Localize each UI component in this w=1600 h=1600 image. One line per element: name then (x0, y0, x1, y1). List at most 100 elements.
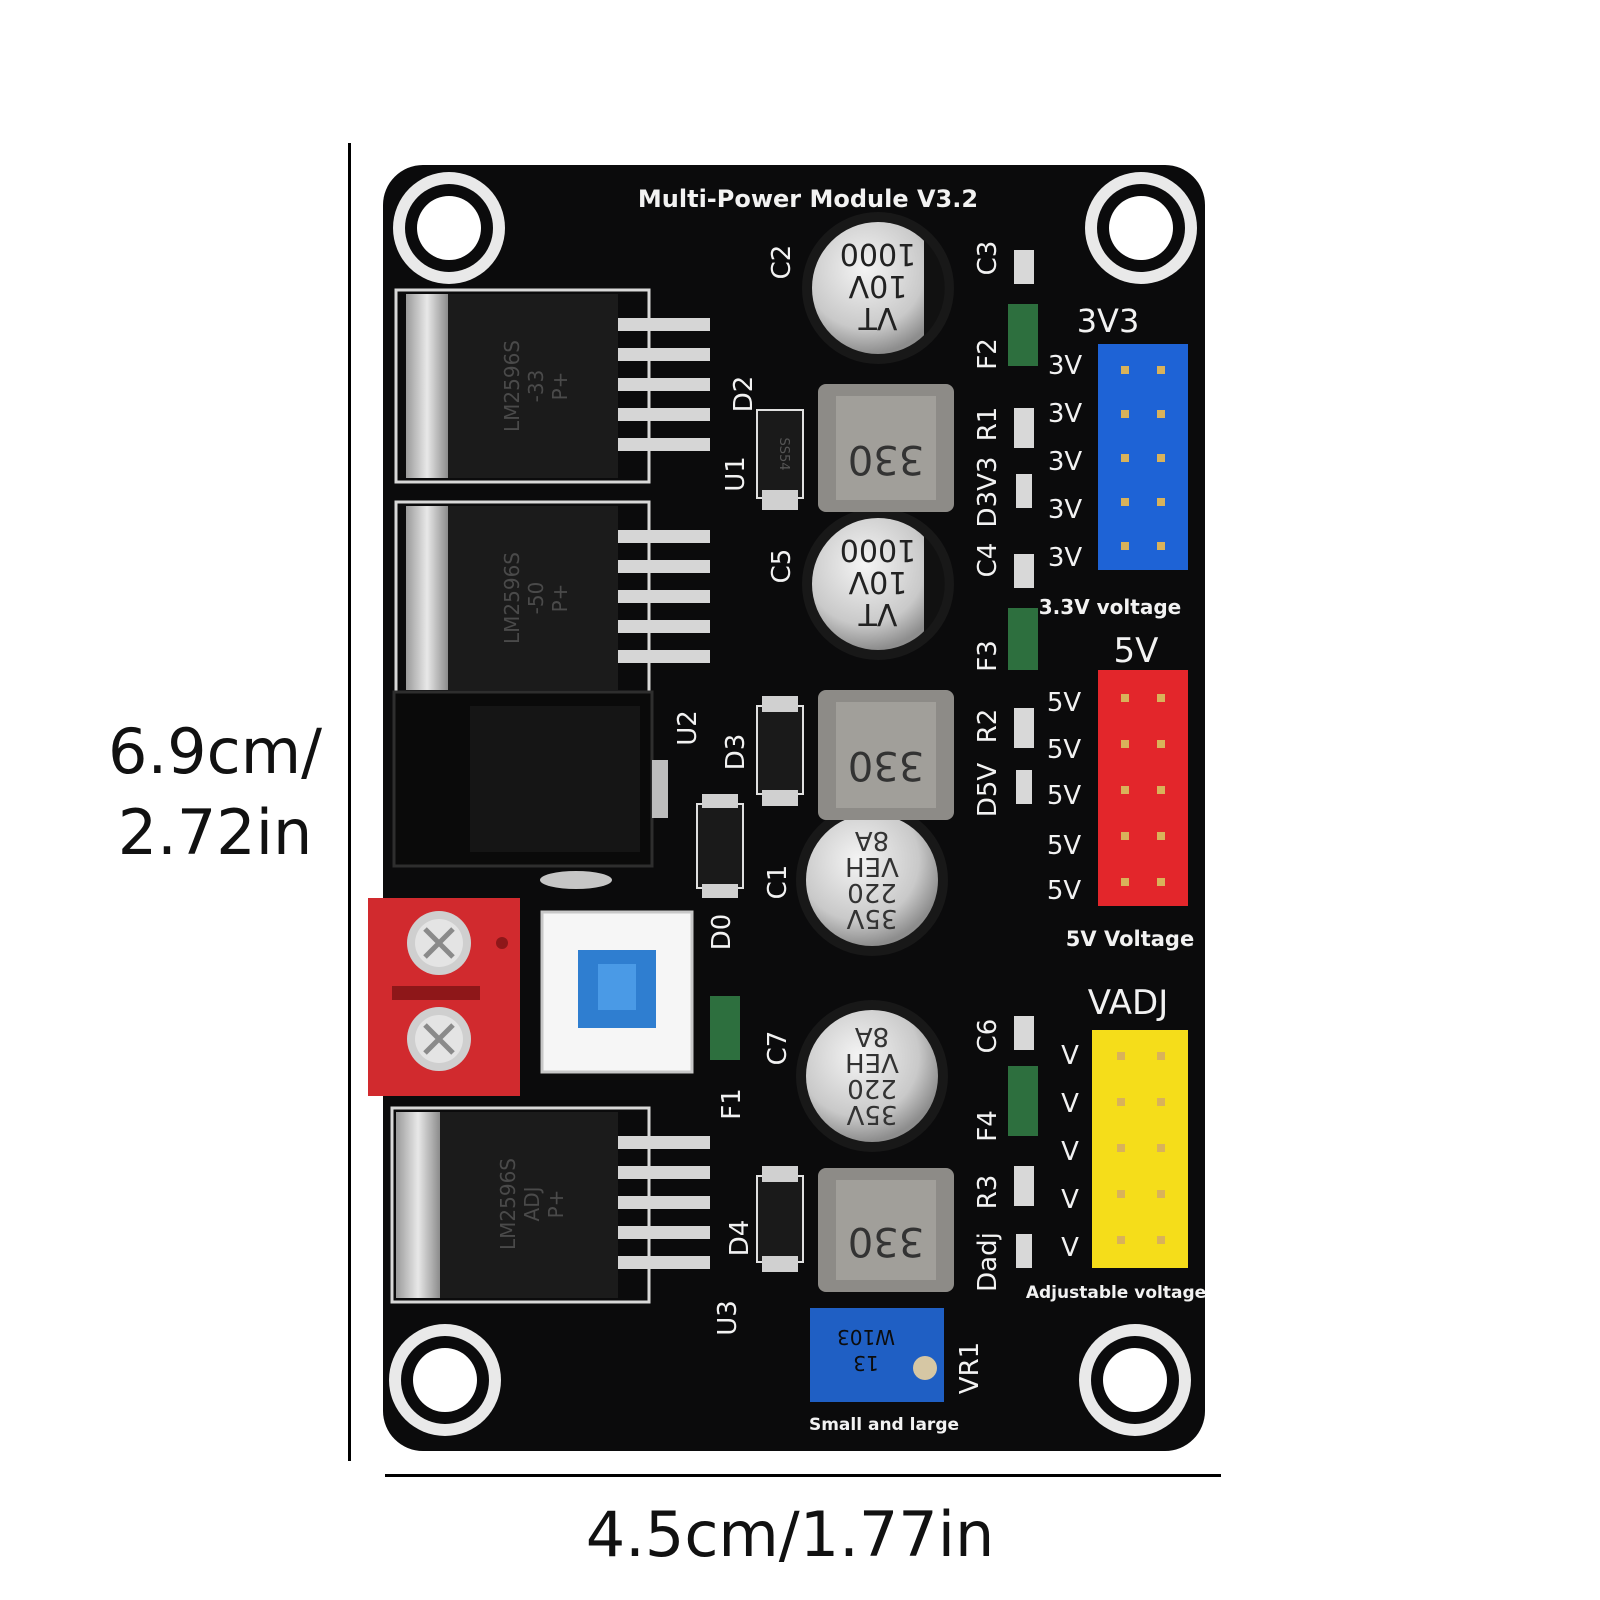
designator-d5v: D5V (973, 763, 1003, 818)
diode-marking: SS54 (776, 437, 791, 470)
smd-parts (710, 250, 1038, 1268)
diode-d2: SS54 (756, 409, 804, 510)
designator-d4: D4 (725, 1220, 755, 1257)
height-dimension-line (348, 143, 351, 1461)
cap-marking: 10V (848, 268, 907, 303)
designator-d3: D3 (721, 734, 751, 771)
board-title: Multi-Power Module V3.2 (638, 185, 978, 213)
header-5v (1098, 670, 1188, 906)
ic-marking: P+ (544, 1190, 568, 1219)
mounting-hole-icon (1085, 172, 1197, 284)
designator-r1: R1 (973, 407, 1003, 442)
header-3v3 (1098, 344, 1188, 570)
designator-dadj: Dadj (973, 1232, 1003, 1292)
cap-marking: VEH (845, 851, 899, 881)
pin-label-vadj: V (1061, 1233, 1079, 1263)
designator-f1: F1 (717, 1088, 747, 1120)
capacitor-c7: 35V 220 VEH 8A (796, 1000, 948, 1152)
cap-marking: 8A (855, 825, 890, 855)
designator-d2: D2 (729, 376, 759, 413)
designator-c3: C3 (973, 241, 1003, 276)
pin-label-vadj: V (1061, 1089, 1079, 1119)
ic-marking: -33 (524, 370, 548, 403)
pin-label-vadj: V (1061, 1185, 1079, 1215)
capacitor-c1: 35V 220 VEH 8A (796, 804, 948, 956)
designator-f3: F3 (973, 640, 1003, 672)
pin-label-3v3: 3V (1048, 351, 1083, 381)
inductor-l3: 330 (818, 1168, 954, 1292)
diode-d0 (696, 794, 744, 898)
push-switch-icon (540, 910, 694, 1074)
designator-d0: D0 (707, 914, 737, 951)
cap-marking: VEH (845, 1047, 899, 1077)
pin-label-5v: 5V (1047, 831, 1082, 861)
dc-jack-icon (392, 690, 668, 889)
cap-marking: 1000 (840, 236, 916, 271)
caption-vadj: Adjustable voltage (1026, 1283, 1206, 1303)
designator-c2: C2 (767, 245, 797, 280)
inductor-l2: 330 (818, 690, 954, 820)
inductor-marking: 330 (848, 742, 924, 788)
heading-vadj: VADJ (1088, 983, 1169, 1023)
width-dimension-line (385, 1474, 1221, 1477)
ic-marking: ADJ (520, 1187, 544, 1222)
diode-d4 (756, 1166, 804, 1272)
cap-marking: 10V (848, 564, 907, 599)
mounting-hole-icon (389, 1324, 501, 1436)
designator-f4: F4 (973, 1110, 1003, 1142)
cap-marking: 35V (846, 1099, 897, 1129)
mounting-hole-icon (1079, 1324, 1191, 1436)
regulator-u3: LM2596S ADJ P+ (390, 1106, 710, 1304)
cap-marking: 8A (855, 1021, 890, 1051)
designator-c4: C4 (973, 543, 1003, 578)
designator-r2: R2 (973, 709, 1003, 744)
cap-marking: 220 (847, 877, 897, 907)
potentiometer-vr1: 13 W103 (810, 1308, 944, 1402)
pin-label-3v3: 3V (1048, 447, 1083, 477)
ic-marking: P+ (548, 584, 572, 613)
caption-5v: 5V Voltage (1066, 927, 1194, 951)
ic-marking: LM2596S (500, 552, 524, 644)
cap-marking: 35V (846, 903, 897, 933)
designator-vr1: VR1 (955, 1342, 985, 1394)
ic-marking: P+ (548, 372, 572, 401)
caption-pot: Small and large (809, 1415, 959, 1435)
cap-marking: 1000 (840, 532, 916, 567)
pot-marking: 13 (853, 1351, 878, 1375)
pin-label-5v: 5V (1047, 688, 1082, 718)
mounting-hole-icon (393, 172, 505, 284)
pin-label-vadj: V (1061, 1137, 1079, 1167)
cap-marking: 220 (847, 1073, 897, 1103)
pin-label-3v3: 3V (1048, 495, 1083, 525)
inductor-marking: 330 (848, 1218, 924, 1264)
heading-3v3: 3V3 (1077, 302, 1140, 340)
ic-marking: -50 (524, 582, 548, 615)
pin-label-5v: 5V (1047, 735, 1082, 765)
ic-marking: LM2596S (496, 1158, 520, 1250)
designator-u3: U3 (713, 1300, 743, 1336)
designator-u1: U1 (721, 456, 751, 492)
designator-r3: R3 (973, 1175, 1003, 1210)
heading-5v: 5V (1114, 631, 1159, 671)
width-dimension-label: 4.5cm/1.77in (585, 1498, 995, 1571)
ic-marking: LM2596S (500, 340, 524, 432)
designator-f2: F2 (973, 338, 1003, 370)
designator-u2: U2 (673, 710, 703, 746)
pin-label-vadj: V (1061, 1041, 1079, 1071)
screw-terminal-icon (368, 898, 520, 1096)
pin-label-5v: 5V (1047, 876, 1082, 906)
height-dimension-label: 6.9cm/ 2.72in (108, 715, 322, 869)
cap-marking: VT (858, 596, 898, 631)
inductor-marking: 330 (848, 436, 924, 482)
pin-label-5v: 5V (1047, 781, 1082, 811)
pot-marking: W103 (837, 1325, 895, 1349)
inductor-l1: 330 (818, 384, 954, 512)
header-vadj (1092, 1030, 1188, 1268)
designator-d3v3: D3V3 (973, 457, 1003, 528)
caption-3v3: 3.3V voltage (1039, 595, 1181, 619)
capacitor-c5: VT 10V 1000 (802, 508, 954, 660)
regulator-u1: LM2596S -33 P+ (394, 288, 710, 484)
pin-label-3v3: 3V (1048, 543, 1083, 573)
designator-c7: C7 (763, 1031, 793, 1066)
